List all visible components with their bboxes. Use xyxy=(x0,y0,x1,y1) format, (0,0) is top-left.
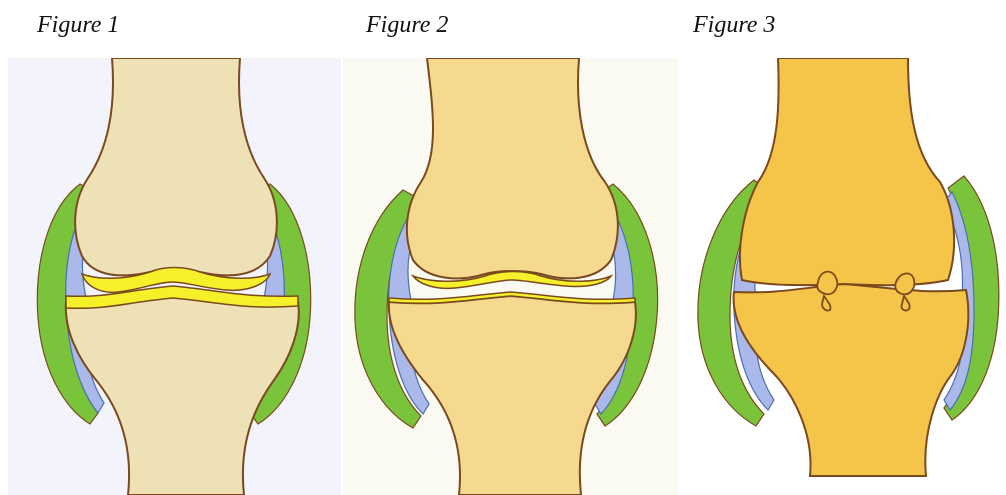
figure-3-panel xyxy=(682,58,1006,495)
figure-1-illustration xyxy=(8,58,341,495)
figure-1-caption: Figure 1 xyxy=(37,12,119,39)
figure-3-illustration xyxy=(682,58,1006,495)
figure-3-caption: Figure 3 xyxy=(693,12,775,39)
figure-2-illustration xyxy=(343,58,678,495)
figure-1-panel xyxy=(8,58,341,495)
bone-spur-left xyxy=(817,272,837,295)
figure-2-panel xyxy=(343,58,678,495)
figure-2-caption: Figure 2 xyxy=(366,12,448,39)
